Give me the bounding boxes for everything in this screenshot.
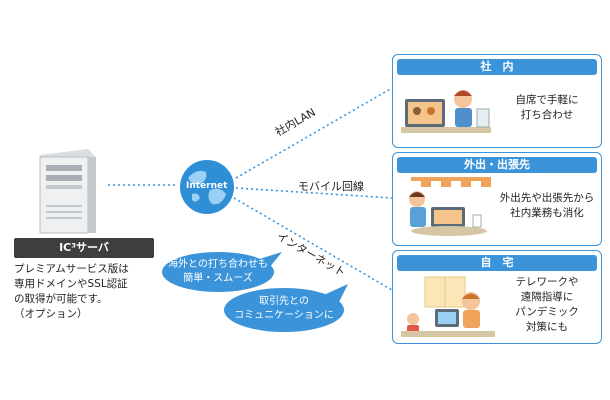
- server-description-line: の取得が可能です。: [14, 293, 108, 305]
- server-description-line: （オプション）: [14, 308, 88, 320]
- server-description-line: プレミアムサービス版は: [14, 263, 129, 275]
- panel-description-line: パンデミック: [515, 306, 579, 318]
- panel-title: 社 内: [397, 59, 597, 75]
- server-label: IC³サーバ: [14, 238, 154, 258]
- home-telework-illustration: [401, 275, 495, 339]
- server-description: プレミアムサービス版は 専用ドメインやSSL認証 の取得が可能です。 （オプショ…: [14, 262, 164, 322]
- bubble-line: 取引先との: [259, 296, 309, 307]
- panel-description-line: テレワークや: [515, 276, 579, 288]
- panel-description: テレワークや 遠隔指導に パンデミック 対策にも: [497, 275, 597, 335]
- panel-office: 社 内 自席で手軽に 打ち合わせ: [392, 54, 602, 148]
- mobile-label: モバイル回線: [298, 180, 364, 193]
- office-meeting-illustration: [401, 79, 491, 143]
- panel-description-line: 自席で手軽に: [515, 94, 579, 106]
- panel-description-line: 遠隔指導に: [520, 291, 574, 303]
- panel-description-line: 対策にも: [526, 321, 568, 333]
- panel-title: 自 宅: [397, 255, 597, 271]
- speech-bubble: 海外との打ち合わせも 簡単・スムーズ: [160, 250, 284, 298]
- globe-icon: [178, 158, 236, 216]
- bubble-line: コミュニケーションに: [234, 310, 334, 321]
- bubble-line: 海外との打ち合わせも: [168, 259, 268, 270]
- internet-line: [233, 197, 393, 291]
- panel-description-line: 社内業務も消化: [510, 207, 584, 219]
- bubble-line: 簡単・スムーズ: [183, 273, 253, 284]
- server-description-line: 専用ドメインやSSL認証: [14, 278, 128, 290]
- mobile-line: [235, 187, 393, 199]
- panel-description: 外出先や出張先から 社内業務も消化: [495, 191, 599, 221]
- panel-title: 外出・出張先: [397, 157, 597, 173]
- panel-outside: 外出・出張先 外出先や出張先から 社内業務も消化: [392, 152, 602, 246]
- speech-bubble: 取引先との コミュニケーションに: [222, 284, 350, 334]
- panel-description-line: 打ち合わせ: [520, 109, 574, 121]
- server-icon: [30, 145, 100, 235]
- panel-home: 自 宅 テレワークや 遠隔指導に パンデミック 対策にも: [392, 250, 602, 344]
- globe-label: Internet: [186, 181, 228, 191]
- lan-line: [235, 87, 393, 179]
- panel-description: 自席で手軽に 打ち合わせ: [497, 93, 597, 123]
- cafe-meeting-illustration: [401, 177, 495, 241]
- panel-description-line: 外出先や出張先から: [499, 192, 595, 204]
